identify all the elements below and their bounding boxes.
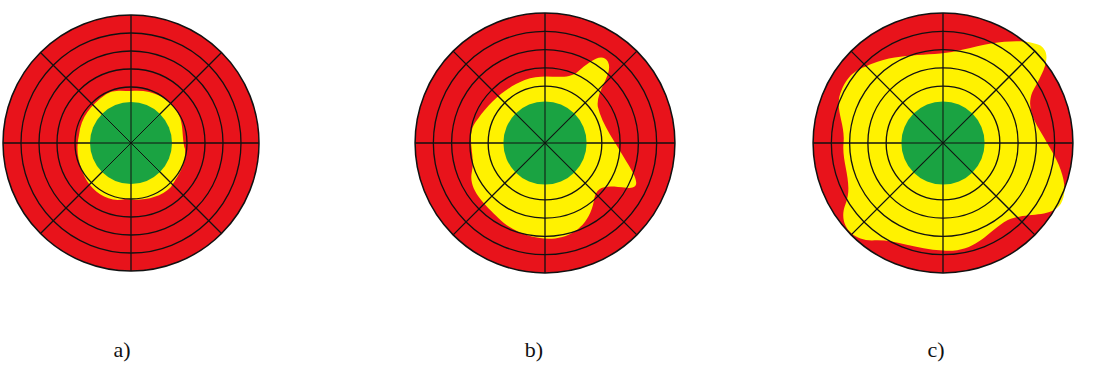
zone-disc [813, 13, 1073, 273]
panel-label: a) [113, 339, 130, 361]
panel-label: b) [525, 339, 543, 361]
zone-disc [415, 13, 675, 273]
panel-label: c) [927, 339, 944, 361]
zone-disc [3, 15, 259, 271]
